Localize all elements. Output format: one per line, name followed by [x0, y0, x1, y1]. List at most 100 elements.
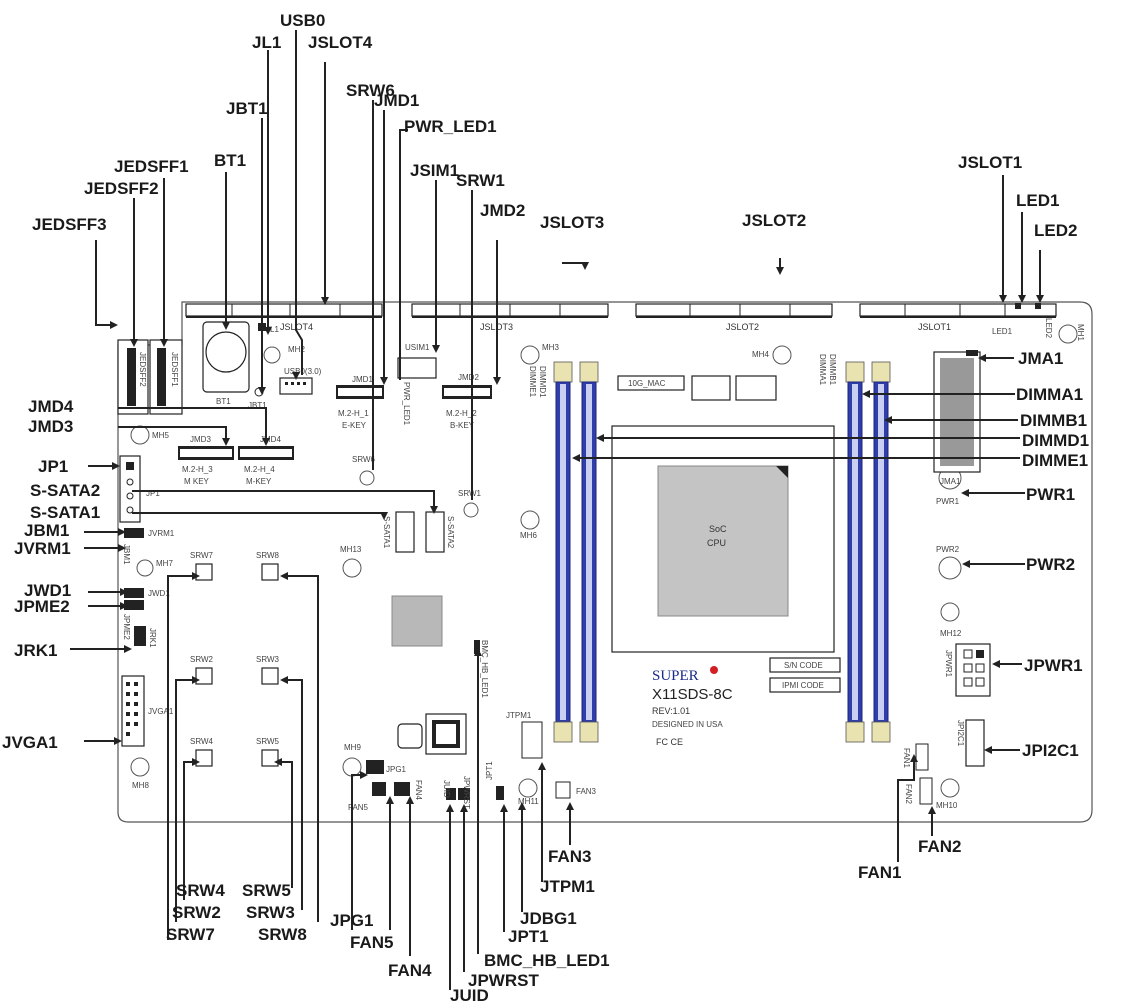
silk-mh6: MH6 — [520, 531, 537, 540]
label-jedsff3: JEDSFF3 — [32, 215, 107, 234]
label-dimma1: DIMMA1 — [1016, 385, 1083, 404]
label-jtpm1: JTPM1 — [540, 877, 595, 896]
silk-m2h3: M.2-H_3 — [182, 465, 213, 474]
jumpers-left — [124, 528, 146, 646]
silk-mh4: MH4 — [752, 350, 769, 359]
m2-jmd4 — [238, 446, 294, 460]
mounting-holes — [130, 324, 1078, 798]
jvga1-part — [121, 675, 145, 747]
label-jp1: JP1 — [38, 457, 68, 476]
battery-bt1 — [202, 321, 250, 393]
sata-connectors — [395, 511, 445, 553]
silk-fan4: FAN4 — [414, 780, 423, 801]
silk-sn-code: S/N CODE — [784, 661, 823, 670]
silk-jmd4: JMD4 — [260, 435, 281, 444]
label-pwr2: PWR2 — [1026, 555, 1075, 574]
label-jmd3: JMD3 — [28, 417, 73, 436]
silk-srw4: SRW4 — [190, 737, 214, 746]
silk-bkey: B-KEY — [450, 421, 475, 430]
silk-jbm1: JBM1 — [122, 544, 131, 565]
label-bt1: BT1 — [214, 151, 246, 170]
center-bottom-components — [366, 640, 571, 800]
silk-ssata1: S-SATA1 — [382, 516, 391, 549]
m2-jmd1 — [336, 385, 384, 399]
silk-cpu: CPU — [707, 538, 726, 548]
usim1-part — [397, 357, 437, 379]
label-jvga1: JVGA1 — [2, 733, 58, 752]
edsff-connectors — [117, 339, 183, 415]
slot-jslot3 — [411, 303, 609, 318]
silk-fan3: FAN3 — [576, 787, 597, 796]
label-srw7: SRW7 — [166, 925, 215, 944]
bmc-chip — [391, 595, 443, 647]
silk-mh13: MH13 — [340, 545, 362, 554]
label-jedsff1: JEDSFF1 — [114, 157, 189, 176]
brand-dot — [710, 666, 718, 674]
label-jmd1: JMD1 — [374, 91, 419, 110]
m2-jmd2 — [442, 385, 492, 399]
label-jslot2: JSLOT2 — [742, 211, 806, 230]
slot-jslot1 — [859, 303, 1057, 318]
label-jmd2: JMD2 — [480, 201, 525, 220]
silk-srw7: SRW7 — [190, 551, 214, 560]
silk-pwr1: PWR1 — [936, 497, 960, 506]
silk-jpi2c1: JPI2C1 — [956, 720, 965, 747]
jp1-part — [119, 455, 141, 523]
brand-model: X11SDS-8C — [652, 686, 733, 703]
label-jpme2: JPME2 — [14, 597, 70, 616]
label-jsim1: JSIM1 — [410, 161, 459, 180]
jpi2c1-part — [965, 719, 985, 767]
silk-bmc-hb: BMC_HB_LED1 — [480, 640, 489, 698]
led2-part — [1035, 303, 1041, 309]
label-pwr1: PWR1 — [1026, 485, 1075, 504]
silk-m2h4: M.2-H_4 — [244, 465, 275, 474]
silk-fan1: FAN1 — [902, 748, 911, 769]
label-dimme1: DIMME1 — [1022, 451, 1088, 470]
label-srw4: SRW4 — [176, 881, 225, 900]
label-srw5: SRW5 — [242, 881, 291, 900]
label-jslot1: JSLOT1 — [958, 153, 1022, 172]
silk-jslot2: JSLOT2 — [726, 322, 759, 332]
label-jdbg1: JDBG1 — [520, 909, 577, 928]
silk-jedsff1: JEDSFF1 — [170, 352, 179, 387]
silk-mh12: MH12 — [940, 629, 962, 638]
label-jedsff2: JEDSFF2 — [84, 179, 159, 198]
silk-fan5: FAN5 — [348, 803, 369, 812]
label-jbt1: JBT1 — [226, 99, 268, 118]
label-dimmb1: DIMMB1 — [1020, 411, 1087, 430]
label-s-sata1: S-SATA1 — [30, 503, 100, 522]
silk-ssata2: S-SATA2 — [446, 516, 455, 549]
label-bmc-hb-led1: BMC_HB_LED1 — [484, 951, 610, 970]
label-jpwrst: JPWRST — [468, 971, 539, 990]
silk-10g-mac: 10G_MAC — [628, 379, 666, 388]
silk-jpt1: JPT1 — [485, 761, 494, 780]
label-dimmd1: DIMMD1 — [1022, 431, 1089, 450]
label-juid: JUID — [450, 986, 489, 1004]
label-fan4: FAN4 — [388, 961, 432, 980]
silk-led1: LED1 — [992, 327, 1013, 336]
silk-jvga1: JVGA1 — [148, 707, 174, 716]
label-jpwr1: JPWR1 — [1024, 656, 1083, 675]
silk-usim1: USIM1 — [405, 343, 430, 352]
usb0-part — [279, 377, 313, 395]
label-srw3: SRW3 — [246, 903, 295, 922]
silk-jpme2: JPME2 — [122, 614, 131, 640]
label-fan5: FAN5 — [350, 933, 393, 952]
dimm-slots-right — [845, 361, 891, 743]
silk-soc: SoC — [709, 524, 727, 534]
led1-part — [1015, 303, 1021, 309]
silk-ipmi-code: IPMI CODE — [782, 681, 824, 690]
silk-pwr2: PWR2 — [936, 545, 960, 554]
label-fan1: FAN1 — [858, 863, 901, 882]
label-jpt1: JPT1 — [508, 927, 549, 946]
silk-dimme1: DIMME1 — [528, 366, 537, 398]
silk-juid: JUID — [442, 780, 451, 798]
label-jl1: JL1 — [252, 33, 281, 52]
label-jbm1: JBM1 — [24, 521, 69, 540]
label-s-sata2: S-SATA2 — [30, 481, 100, 500]
ipmi-code-box — [769, 677, 841, 693]
label-pwr-led1: PWR_LED1 — [404, 117, 497, 136]
silk-jedsff2: JEDSFF2 — [138, 352, 147, 387]
silk-mh3: MH3 — [542, 343, 559, 352]
